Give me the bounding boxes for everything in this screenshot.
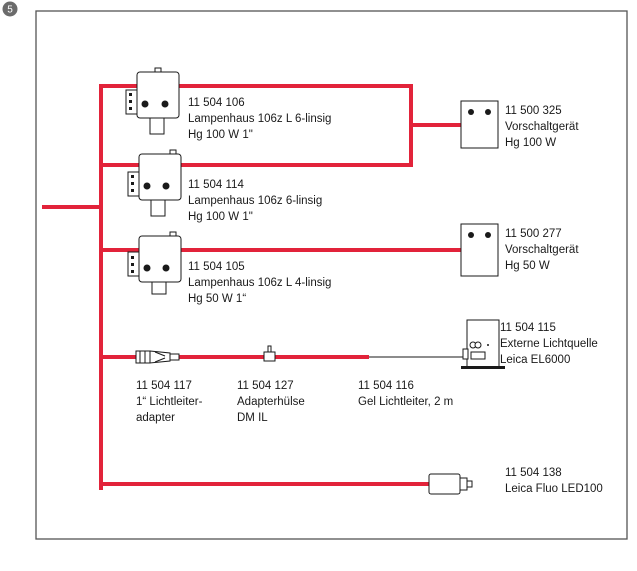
ballast-1-part-number: 11 500 325 (505, 105, 562, 117)
lamphouse-2-name: Lampenhaus 106z 6-linsig (188, 195, 323, 207)
ballast-1-label: 11 500 325 Vorschaltgerät Hg 100 W (505, 103, 579, 151)
lightguide-adapter-line-1: 1“ Lichtleiter- (136, 396, 203, 408)
cable-lightguide (101, 355, 369, 359)
lamphouse-2-label: 11 504 114 Lampenhaus 106z 6-linsig Hg 1… (188, 177, 322, 225)
led100-name: Leica Fluo LED100 (505, 483, 603, 495)
cable-lamphouse-1 (101, 84, 413, 88)
lamphouse-1-icon (125, 67, 180, 135)
ballast-2-icon (460, 223, 499, 277)
lamphouse-1-spec: Hg 100 W 1" (188, 129, 253, 141)
lamphouse-2-part-number: 11 504 114 (188, 179, 244, 191)
lightguide-adapter-icon (135, 350, 180, 364)
lamphouse-1-label: 11 504 106 Lampenhaus 106z L 6-linsig Hg… (188, 95, 331, 143)
led100-icon (428, 473, 473, 495)
light-guide-label: 11 504 116 Gel Lichtleiter, 2 m (358, 378, 453, 410)
lamphouse-3-part-number: 11 504 105 (188, 261, 245, 273)
adapter-sleeve-icon (263, 345, 276, 362)
external-light-source-icon (461, 319, 505, 369)
lamphouse-3-spec: Hg 50 W 1“ (188, 293, 247, 305)
figure-number: 5 (7, 5, 13, 16)
lamphouse-2-icon (127, 149, 182, 217)
lamphouse-3-icon (127, 231, 182, 295)
led100-part-number: 11 504 138 (505, 467, 562, 479)
diagram-frame (35, 10, 628, 540)
ballast-2-part-number: 11 500 277 (505, 228, 562, 240)
external-light-source-name: Externe Lichtquelle (500, 338, 598, 350)
ballast-1-spec: Hg 100 W (505, 137, 557, 149)
cable-led (101, 482, 429, 486)
cable-network (42, 84, 461, 490)
cable-lamphouse-2 (101, 163, 411, 167)
adapter-sleeve-label: 11 504 127 Adapterhülse DM IL (237, 378, 305, 426)
cable-ballast-1 (411, 123, 461, 127)
light-guide-part-number: 11 504 116 (358, 380, 414, 392)
lightguide-adapter-label: 11 504 117 1“ Lichtleiter- adapter (136, 378, 202, 426)
vertical-trunk (99, 84, 103, 490)
adapter-sleeve-line-2: DM IL (237, 412, 268, 424)
lamphouse-1-part-number: 11 504 106 (188, 97, 245, 109)
lightguide-adapter-part-number: 11 504 117 (136, 380, 192, 392)
adapter-sleeve-part-number: 11 504 127 (237, 380, 294, 392)
main-cable-stub (42, 205, 102, 209)
lamphouse-3-name: Lampenhaus 106z L 4-linsig (188, 277, 332, 289)
lightguide-adapter-line-2: adapter (136, 412, 176, 424)
ballast-2-spec: Hg 50 W (505, 260, 550, 272)
ballast-1-icon (460, 100, 499, 149)
led100-label: 11 504 138 Leica Fluo LED100 (505, 465, 603, 497)
lamphouse-2-spec: Hg 100 W 1" (188, 211, 253, 223)
figure-number-badge: 5 (2, 1, 18, 17)
cable-ballast-2 (101, 248, 461, 252)
external-light-source-part-number: 11 504 115 (500, 322, 556, 334)
ballast-2-label: 11 500 277 Vorschaltgerät Hg 50 W (505, 226, 579, 274)
adapter-sleeve-line-1: Adapterhülse (237, 396, 305, 408)
external-light-source-model: Leica EL6000 (500, 354, 571, 366)
ballast-1-name: Vorschaltgerät (505, 121, 579, 133)
lamphouse-3-label: 11 504 105 Lampenhaus 106z L 4-linsig Hg… (188, 259, 331, 307)
lamphouse-1-name: Lampenhaus 106z L 6-linsig (188, 113, 332, 125)
light-guide-name: Gel Lichtleiter, 2 m (358, 396, 454, 408)
ballast-2-name: Vorschaltgerät (505, 244, 579, 256)
external-light-source-label: 11 504 115 Externe Lichtquelle Leica EL6… (500, 320, 598, 368)
